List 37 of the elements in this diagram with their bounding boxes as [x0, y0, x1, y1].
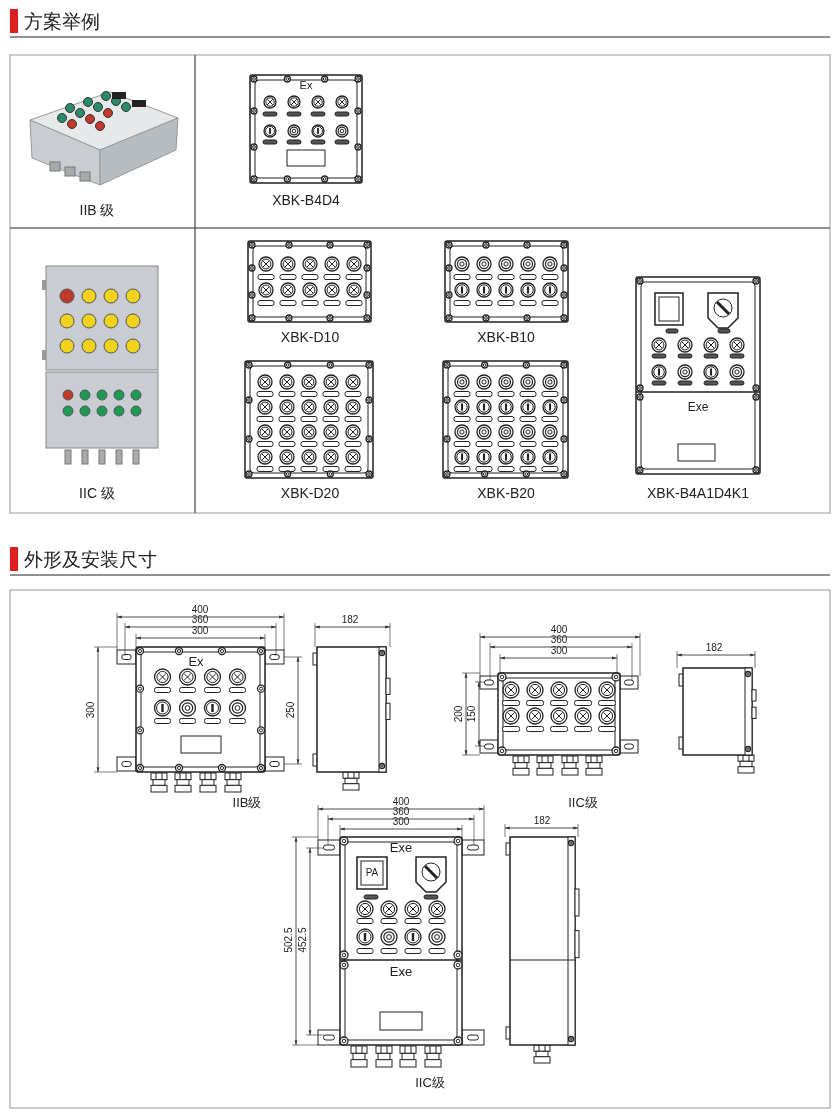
- caption: XBK-B20: [477, 486, 535, 500]
- caption: IIC级: [415, 1075, 445, 1089]
- dimension-value: 400: [191, 605, 209, 615]
- caption: XBK-B4A1D4K1: [647, 486, 749, 500]
- dimension-value: 300: [392, 817, 410, 827]
- dimension-value: 452.5: [298, 927, 308, 953]
- dimension-value: 300: [191, 626, 209, 636]
- dimension-value: 250: [286, 701, 296, 719]
- caption: IIC级: [568, 795, 598, 809]
- dimension-value: 182: [705, 643, 723, 653]
- dimension-value: 400: [392, 797, 410, 807]
- caption: XBK-B10: [477, 330, 535, 344]
- dimension-value: 360: [191, 615, 209, 625]
- panel-marking: Ex: [188, 654, 204, 668]
- dimension-value: 182: [341, 615, 359, 625]
- caption: IIB 级: [79, 203, 115, 217]
- panel-marking: Ex: [299, 79, 313, 91]
- dimension-value: 300: [550, 646, 568, 656]
- caption: XBK-B4D4: [272, 193, 340, 207]
- caption: IIB级: [232, 795, 262, 809]
- dimension-value: 502.5: [284, 927, 294, 953]
- caption: XBK-D10: [280, 330, 340, 344]
- panel-marking: Exe: [389, 840, 413, 854]
- dimension-value: 150: [467, 705, 477, 723]
- dimension-value: 200: [454, 705, 464, 723]
- caption: XBK-D20: [280, 486, 340, 500]
- section-heading: 方案举例: [24, 11, 100, 31]
- dimension-value: 360: [392, 807, 410, 817]
- panel-marking: Exe: [389, 964, 413, 978]
- dimension-value: 400: [550, 625, 568, 635]
- section-heading: 外形及安装尺寸: [24, 549, 157, 569]
- dimension-value: 300: [86, 701, 96, 719]
- meter-marking: PA: [365, 868, 379, 878]
- dimension-value: 182: [533, 816, 551, 826]
- caption: IIC 级: [79, 486, 115, 500]
- dimension-value: 360: [550, 635, 568, 645]
- panel-marking: Exe: [687, 401, 709, 413]
